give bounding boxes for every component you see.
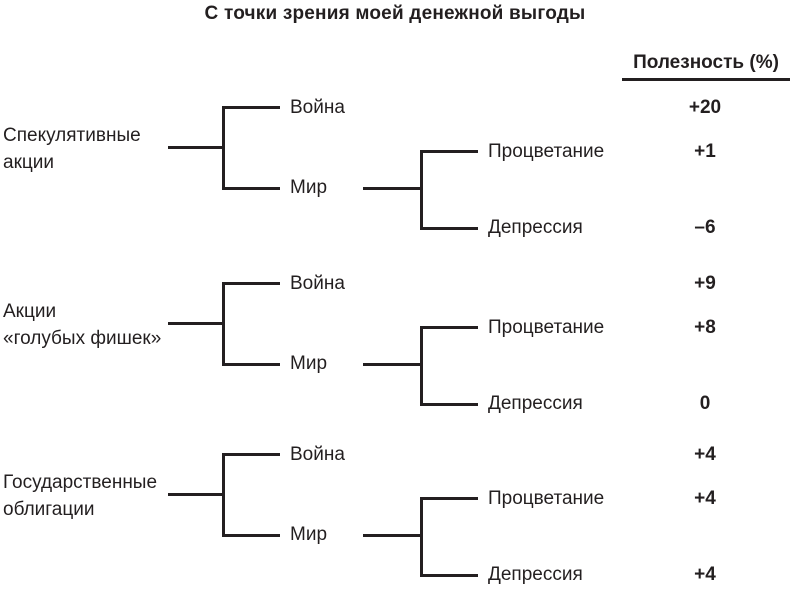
- depression-branch-line: [420, 574, 478, 577]
- outcome-label-depression: Депрессия: [488, 564, 583, 585]
- utility-value-prosperity: +4: [694, 488, 716, 509]
- stem-line: [168, 146, 225, 149]
- outcome-label-prosperity: Процветание: [488, 317, 605, 338]
- war-branch-line: [222, 282, 280, 285]
- asset-label-line2: облигации: [3, 499, 95, 520]
- asset-label: Спекулятивные акции: [3, 122, 141, 176]
- utility-value-war: +4: [694, 444, 716, 465]
- bracket-line-level1: [222, 106, 225, 190]
- utility-value-depression: –6: [694, 217, 716, 238]
- war-branch-line: [222, 453, 280, 456]
- peace-link-line: [363, 187, 420, 190]
- outcome-label-peace: Мир: [290, 524, 328, 545]
- peace-link-line: [363, 363, 420, 366]
- depression-branch-line: [420, 403, 478, 406]
- utility-value-depression: +4: [694, 564, 716, 585]
- outcome-label-prosperity: Процветание: [488, 141, 605, 162]
- asset-label: Государственные облигации: [3, 469, 157, 523]
- outcome-label-war: Война: [290, 97, 345, 118]
- bracket-line-level1: [222, 282, 225, 366]
- outcome-label-prosperity: Процветание: [488, 488, 605, 509]
- outcome-label-peace: Мир: [290, 177, 328, 198]
- peace-branch-line: [222, 363, 280, 366]
- stem-line: [168, 322, 225, 325]
- bracket-line-level2: [420, 326, 423, 406]
- asset-label-line1: Государственные: [3, 472, 158, 493]
- asset-label-line2: акции: [3, 152, 54, 173]
- outcome-label-war: Война: [290, 273, 345, 294]
- outcome-label-war: Война: [290, 444, 345, 465]
- asset-label: Акции «голубых фишек»: [3, 298, 161, 352]
- utility-value-depression: 0: [699, 393, 711, 414]
- prosperity-branch-line: [420, 326, 478, 329]
- utility-value-war: +20: [688, 97, 722, 118]
- utility-value-prosperity: +1: [694, 141, 716, 162]
- bracket-line-level2: [420, 150, 423, 230]
- war-branch-line: [222, 106, 280, 109]
- stem-line: [168, 493, 225, 496]
- outcome-label-depression: Депрессия: [488, 217, 583, 238]
- utility-column-header: Полезность (%): [622, 50, 790, 81]
- peace-branch-line: [222, 534, 280, 537]
- diagram-title: С точки зрения моей денежной выгоды: [204, 3, 586, 24]
- bracket-line-level2: [420, 497, 423, 577]
- depression-branch-line: [420, 227, 478, 230]
- outcome-label-depression: Депрессия: [488, 393, 583, 414]
- peace-branch-line: [222, 187, 280, 190]
- utility-value-prosperity: +8: [694, 317, 716, 338]
- asset-label-line1: Акции: [3, 301, 57, 322]
- prosperity-branch-line: [420, 497, 478, 500]
- peace-link-line: [363, 534, 420, 537]
- utility-value-war: +9: [694, 273, 716, 294]
- bracket-line-level1: [222, 453, 225, 537]
- asset-label-line2: «голубых фишек»: [3, 328, 162, 349]
- prosperity-branch-line: [420, 150, 478, 153]
- asset-label-line1: Спекулятивные: [3, 125, 141, 146]
- outcome-label-peace: Мир: [290, 353, 328, 374]
